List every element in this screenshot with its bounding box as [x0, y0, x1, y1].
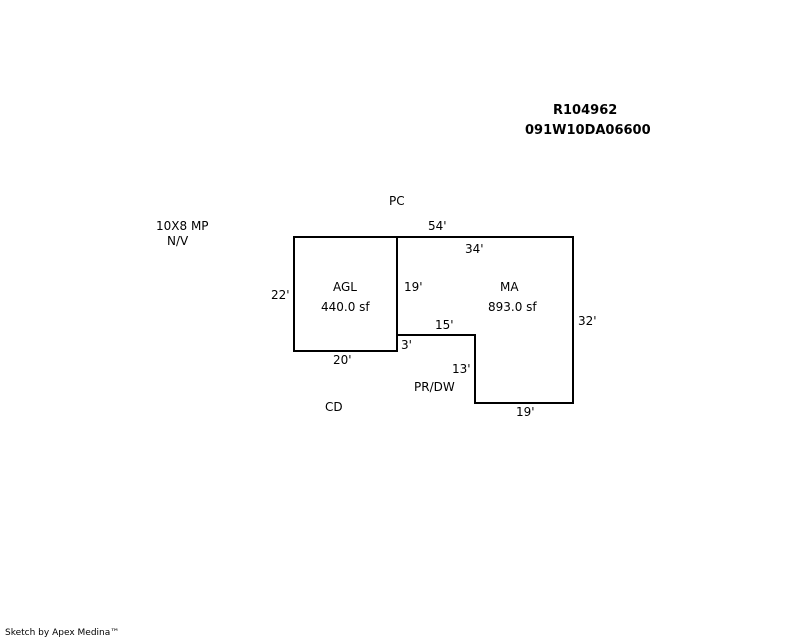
- dim-ma-notch-left: 13': [452, 362, 471, 376]
- dim-ma-notch-top: 15': [435, 318, 454, 332]
- dim-agl-bottom: 20': [333, 353, 352, 367]
- ma-name: MA: [500, 280, 519, 294]
- dim-ma-notch-step: 3': [401, 338, 412, 352]
- map-number: 091W10DA06600: [525, 123, 651, 138]
- label-mp: 10X8 MP: [156, 219, 209, 233]
- ma-area: 893.0 sf: [488, 300, 537, 314]
- dim-ma-inner-left: 19': [404, 280, 423, 294]
- dim-ma-right: 32': [578, 314, 597, 328]
- dim-agl-left: 22': [271, 288, 290, 302]
- ma-outline: [396, 236, 574, 404]
- dim-ma-bottom: 19': [516, 405, 535, 419]
- dim-ma-top-total: 54': [428, 219, 447, 233]
- label-cd: CD: [325, 400, 343, 414]
- agl-area: 440.0 sf: [321, 300, 370, 314]
- agl-outline: [293, 236, 398, 352]
- label-nv: N/V: [167, 234, 189, 248]
- label-pc: PC: [389, 194, 405, 208]
- footer-credit: Sketch by Apex Medina™: [5, 628, 120, 638]
- parcel-id: R104962: [553, 103, 618, 118]
- label-prdw: PR/DW: [414, 380, 455, 394]
- dim-ma-top: 34': [465, 242, 484, 256]
- agl-name: AGL: [333, 280, 357, 294]
